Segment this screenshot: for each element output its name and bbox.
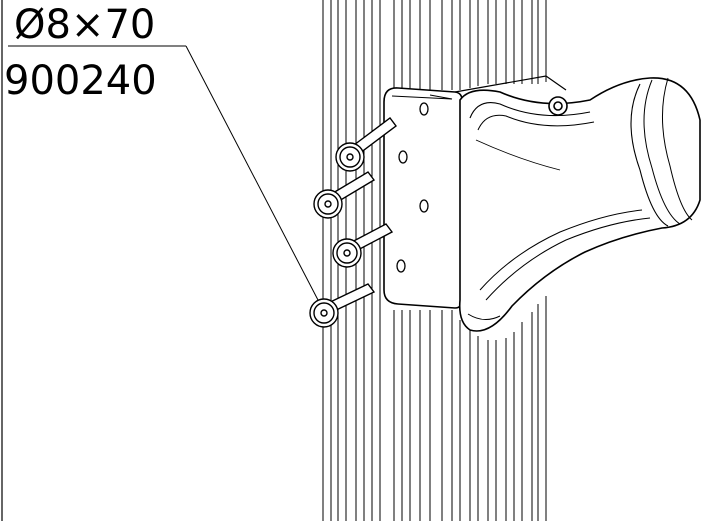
- callout-part-number: 900240: [4, 58, 157, 104]
- screw-1: [335, 117, 397, 172]
- extrusion-profile: [322, 0, 547, 521]
- screw-4: [309, 283, 376, 328]
- bracket-plate: [383, 75, 567, 309]
- screw-3: [332, 223, 394, 268]
- callout-dimension: Ø8×70: [14, 2, 155, 48]
- plate-holes: [396, 102, 429, 273]
- screw-2: [313, 171, 376, 219]
- callout-leader: [8, 45, 319, 301]
- handle-body: [458, 77, 701, 332]
